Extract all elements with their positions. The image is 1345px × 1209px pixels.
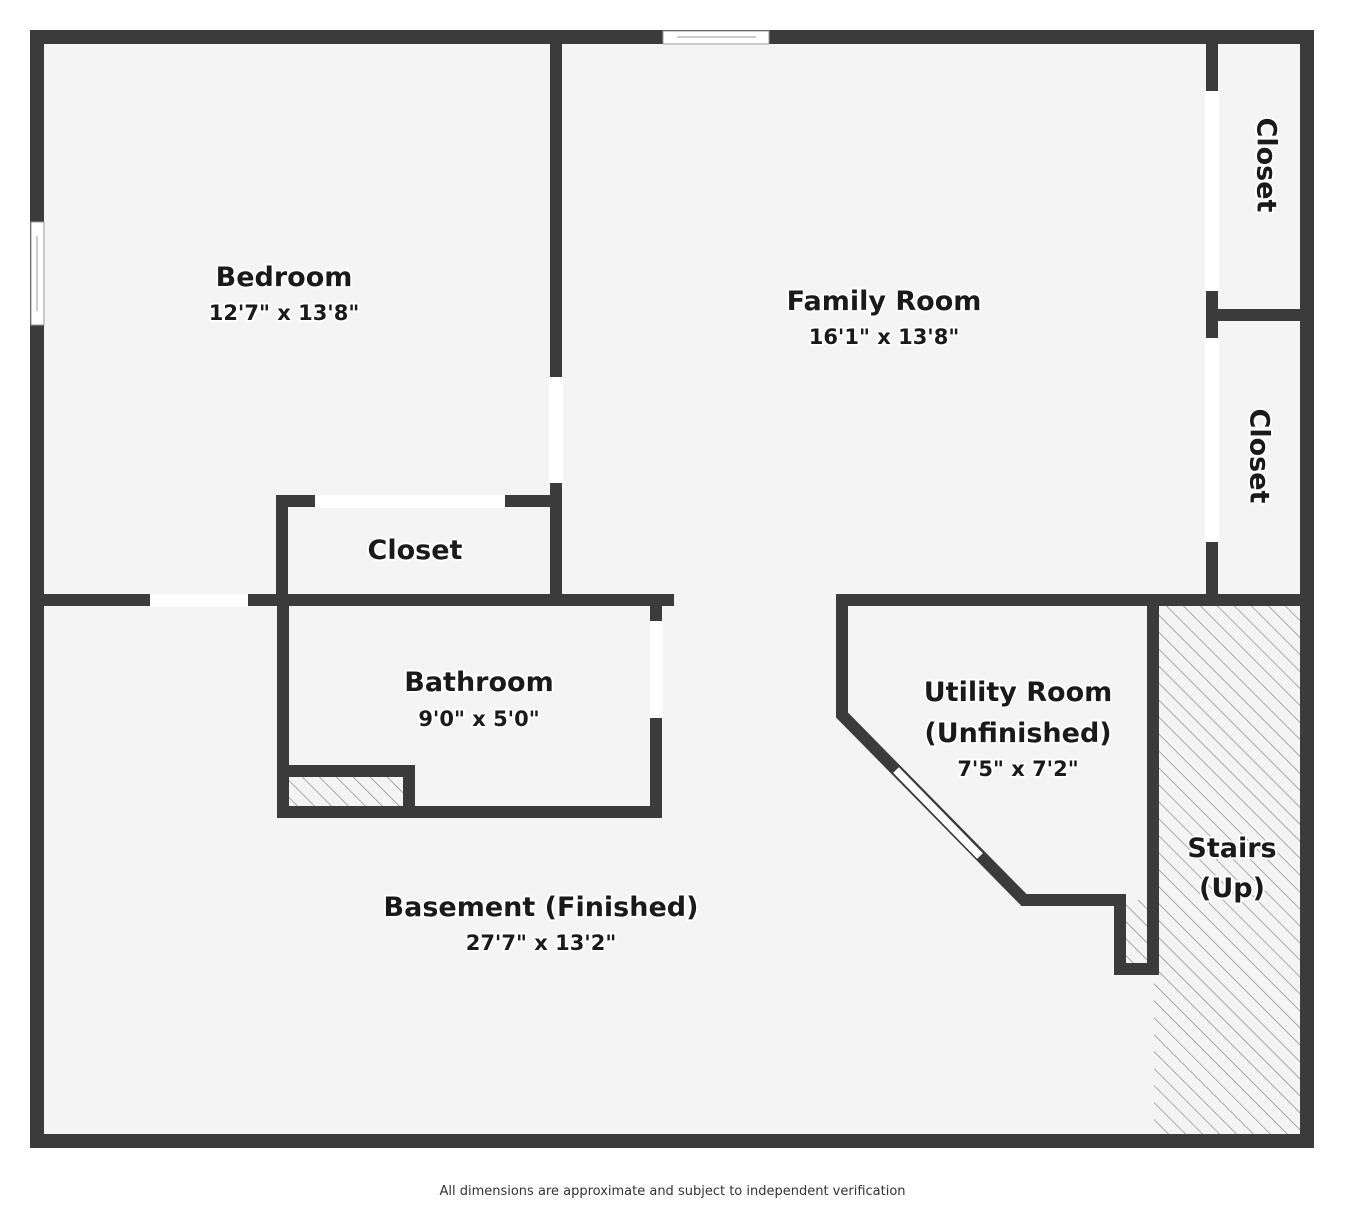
- door-bathroom: [650, 621, 663, 718]
- door-closet-top: [1205, 91, 1219, 291]
- door-bedroom-closet: [315, 495, 505, 508]
- door-bedroom-basement: [150, 594, 248, 607]
- bathroom-cabinet: [283, 771, 409, 812]
- bathroom-label: Bathroom: [404, 667, 553, 698]
- floor-area: [37, 37, 1307, 1141]
- openings: [30, 30, 1219, 859]
- bathroom-dims: 9'0" x 5'0": [418, 707, 539, 731]
- family-room-dims: 16'1" x 13'8": [809, 325, 960, 349]
- bedroom-dims: 12'7" x 13'8": [209, 301, 360, 325]
- stairs-label-2: (Up): [1199, 873, 1265, 904]
- disclaimer-note: All dimensions are approximate and subje…: [439, 1184, 906, 1199]
- closet-top-label: Closet: [1251, 118, 1282, 213]
- stairs-area: [1154, 600, 1307, 1141]
- basement-label: Basement (Finished): [384, 892, 699, 923]
- door-closet-middle: [1205, 338, 1219, 542]
- basement-dims: 27'7" x 13'2": [466, 931, 617, 955]
- bedroom-label: Bedroom: [216, 262, 353, 293]
- door-utility: [893, 767, 983, 859]
- stairs-label: Stairs: [1187, 833, 1276, 864]
- wall-utility-column: [1114, 894, 1159, 975]
- utility-room-label-2: (Unfinished): [924, 718, 1111, 749]
- utility-room-label: Utility Room: [924, 677, 1113, 708]
- door-bedroom-family: [549, 377, 563, 483]
- utility-room-dims: 7'5" x 7'2": [957, 757, 1078, 781]
- closet-middle-label: Closet: [1244, 409, 1275, 504]
- wall-bathroom-cabinet: [277, 765, 415, 818]
- family-room-label: Family Room: [787, 286, 982, 317]
- bedroom-closet-label: Closet: [368, 535, 463, 566]
